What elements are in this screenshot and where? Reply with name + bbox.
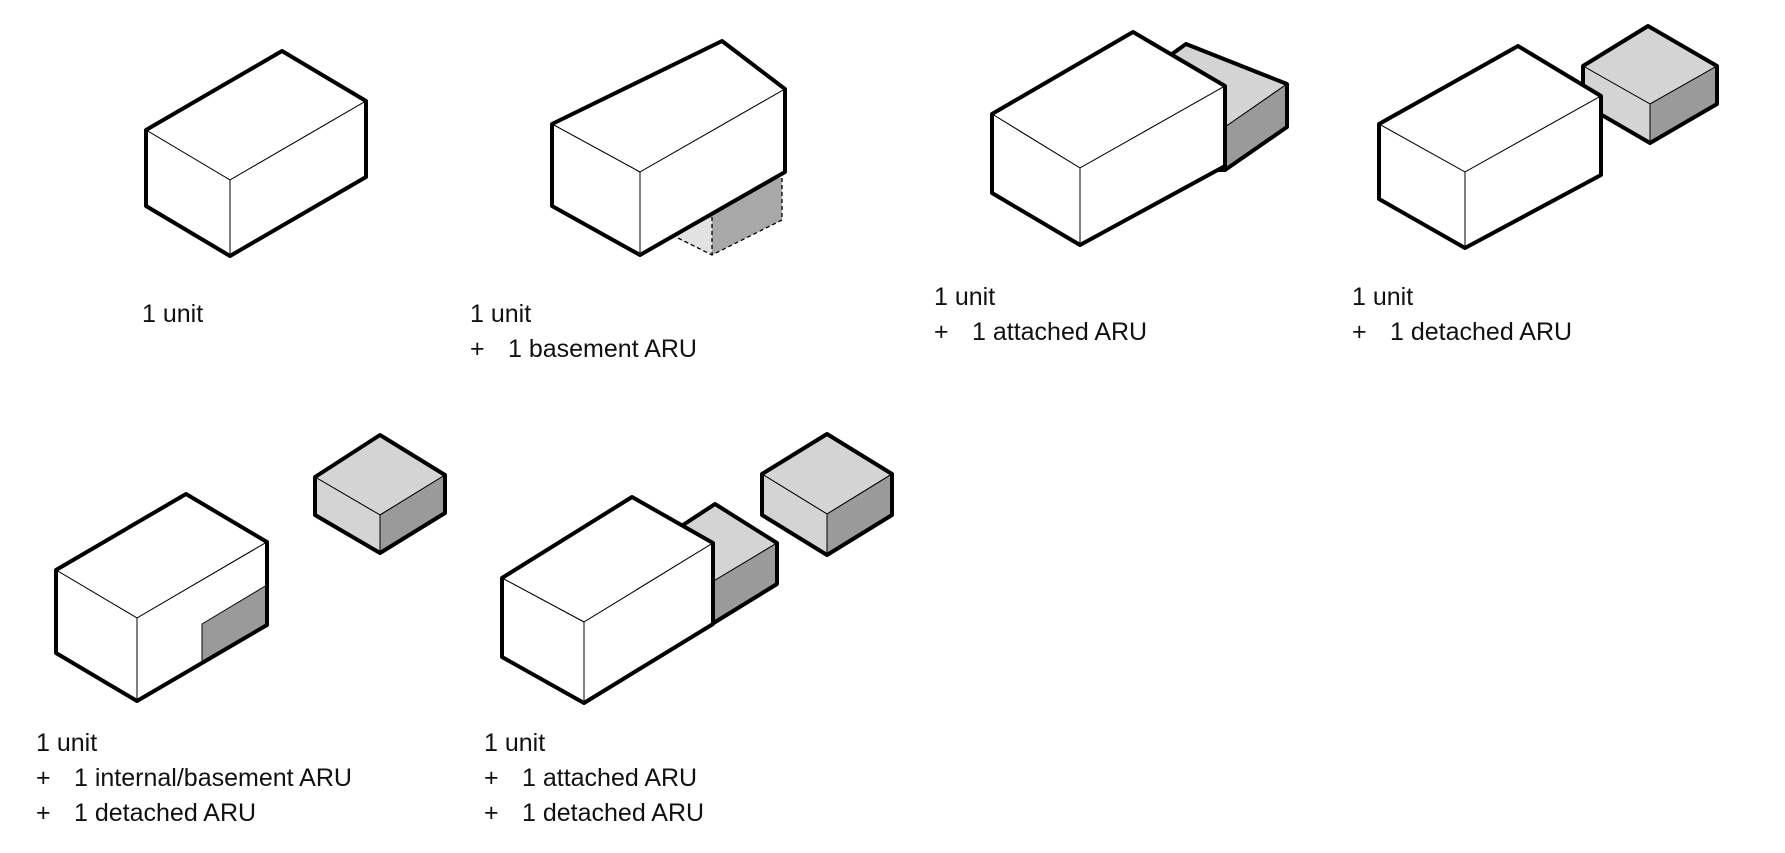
plus-sign: + bbox=[36, 764, 51, 792]
caption-addition: +1 detached ARU bbox=[1352, 315, 1572, 350]
main-house-box bbox=[500, 495, 715, 705]
caption-primary: 1 unit bbox=[36, 729, 98, 757]
detached-aru-box bbox=[1581, 24, 1719, 145]
caption-attached-aru: 1 unit +1 attached ARU bbox=[934, 280, 1147, 350]
panel-attached-aru bbox=[990, 30, 1289, 247]
caption-primary: 1 unit bbox=[470, 300, 532, 328]
caption-addition-text: 1 internal/basement ARU bbox=[74, 764, 352, 792]
detached-aru-outline bbox=[760, 432, 894, 557]
main-house-box bbox=[1377, 44, 1603, 250]
panel-internal-detached-aru bbox=[54, 433, 447, 703]
panel-single-unit bbox=[144, 49, 368, 258]
caption-primary: 1 unit bbox=[934, 283, 996, 311]
main-house-outline bbox=[54, 492, 269, 703]
detached-aru-box bbox=[760, 432, 894, 557]
plus-sign: + bbox=[1352, 318, 1367, 346]
basement-aru-front bbox=[668, 217, 712, 255]
panel-detached-aru bbox=[1377, 24, 1719, 250]
main-house-box bbox=[990, 30, 1227, 247]
panel-attached-detached-aru bbox=[500, 432, 894, 705]
caption-basement-aru: 1 unit +1 basement ARU bbox=[470, 297, 697, 367]
plus-sign: + bbox=[484, 764, 499, 792]
caption-addition: +1 attached ARU bbox=[484, 761, 704, 796]
caption-addition-text: 1 basement ARU bbox=[508, 335, 697, 363]
main-house-outline bbox=[550, 39, 787, 257]
main-house-outline bbox=[144, 49, 368, 258]
caption-addition-text: 1 detached ARU bbox=[522, 799, 705, 827]
main-house-box bbox=[550, 39, 787, 257]
basement-aru-dashed-outline bbox=[675, 178, 783, 256]
caption-addition-text: 1 attached ARU bbox=[522, 764, 698, 792]
caption-internal-detached-aru: 1 unit +1 internal/basement ARU +1 detac… bbox=[36, 726, 352, 831]
plus-sign: + bbox=[934, 318, 949, 346]
main-house-box bbox=[144, 49, 368, 258]
caption-addition: +1 detached ARU bbox=[36, 796, 352, 831]
main-house-outline bbox=[500, 495, 715, 705]
caption-primary: 1 unit bbox=[484, 729, 546, 757]
caption-single-unit: 1 unit bbox=[142, 297, 203, 332]
caption-addition: +1 detached ARU bbox=[484, 796, 704, 831]
caption-addition: +1 internal/basement ARU bbox=[36, 761, 352, 796]
caption-addition-text: 1 detached ARU bbox=[1390, 318, 1573, 346]
caption-addition-text: 1 detached ARU bbox=[74, 799, 257, 827]
plus-sign: + bbox=[36, 799, 51, 827]
detached-aru-outline bbox=[313, 433, 447, 555]
main-house-outline bbox=[1377, 44, 1603, 250]
caption-primary: 1 unit bbox=[142, 300, 204, 328]
caption-addition-text: 1 attached ARU bbox=[972, 318, 1148, 346]
main-house-box bbox=[54, 492, 269, 703]
caption-primary: 1 unit bbox=[1352, 283, 1414, 311]
caption-detached-aru: 1 unit +1 detached ARU bbox=[1352, 280, 1572, 350]
detached-aru-box bbox=[313, 433, 447, 555]
plus-sign: + bbox=[484, 799, 499, 827]
panel-basement-aru bbox=[550, 39, 787, 257]
main-house-outline bbox=[990, 30, 1227, 247]
caption-addition: +1 basement ARU bbox=[470, 332, 697, 367]
caption-attached-detached-aru: 1 unit +1 attached ARU +1 detached ARU bbox=[484, 726, 704, 831]
plus-sign: + bbox=[470, 335, 485, 363]
caption-addition: +1 attached ARU bbox=[934, 315, 1147, 350]
